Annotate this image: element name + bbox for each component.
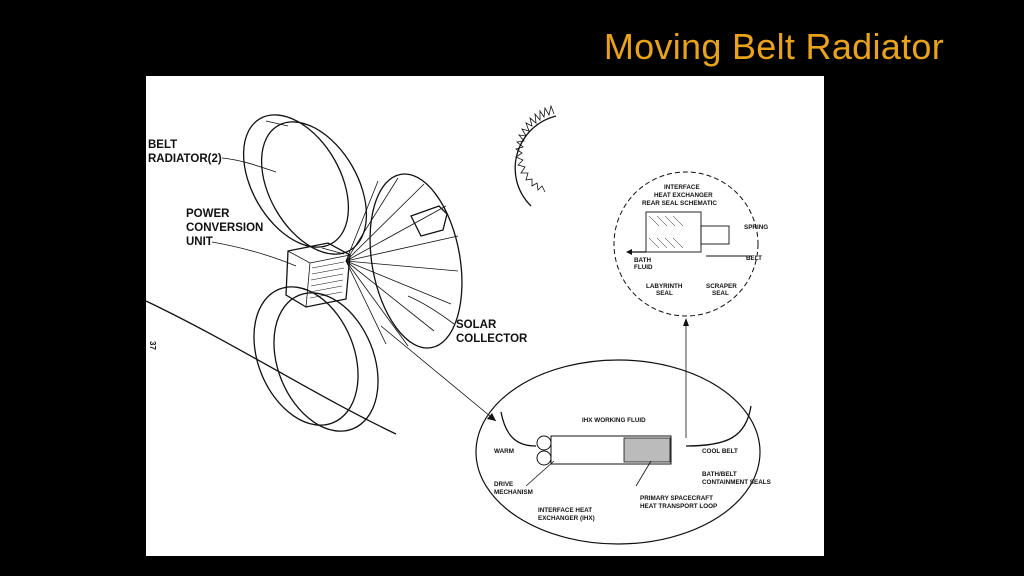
upper-belt-radiator [242, 114, 368, 255]
label-unit: UNIT [186, 236, 213, 248]
seal-title-3: REAR SEAL SCHEMATIC [642, 200, 717, 207]
seal-spring: SPRING [744, 224, 768, 231]
seal-title-1: INTERFACE [664, 184, 700, 191]
planet-horizon [146, 300, 397, 435]
label-collector: COLLECTOR [456, 333, 528, 345]
seal-fluid: FLUID [634, 264, 653, 271]
detail-warm: WARM [494, 448, 514, 455]
label-power: POWER [186, 208, 230, 220]
seal-bath: BATH [634, 257, 651, 264]
detail-arrowhead [487, 413, 496, 421]
diagram-figure: 37 BELT RADIATOR(2) POWER CONVERSION UNI… [146, 76, 824, 556]
seal-arrowhead [683, 318, 689, 326]
detail-drive: DRIVE [494, 481, 513, 488]
diagram-svg: 37 BELT RADIATOR(2) POWER CONVERSION UNI… [146, 104, 771, 545]
detail-cool-belt: COOL BELT [702, 448, 738, 455]
label-solar: SOLAR [456, 319, 497, 331]
detail-ellipse: IHX WORKING FLUID WARM COOL BELT DRIVE M… [475, 359, 771, 545]
seal-title-2: HEAT EXCHANGER [654, 192, 713, 199]
seal-labyrinth-seal: SEAL [656, 290, 673, 297]
detail-ihx-1: INTERFACE HEAT [538, 507, 592, 514]
label-conversion: CONVERSION [186, 222, 263, 234]
detail-leader-line [380, 325, 497, 422]
detail-ihx-2: EXCHANGER (IHX) [538, 515, 595, 522]
solar-leader [407, 295, 455, 325]
label-belt: BELT [148, 139, 177, 151]
label-radiator: RADIATOR(2) [148, 153, 222, 165]
belt-leader [221, 157, 277, 173]
sun [514, 104, 557, 207]
power-conversion-unit [285, 242, 351, 308]
seal-belt: BELT [746, 255, 762, 262]
detail-containment: CONTAINMENT SEALS [702, 479, 771, 486]
detail-mechanism: MECHANISM [494, 489, 533, 496]
page-number: 37 [148, 341, 157, 350]
detail-primary-1: PRIMARY SPACECRAFT [640, 495, 713, 502]
power-leader [211, 241, 297, 267]
solar-collector-dish [345, 173, 463, 349]
seal-scraper: SCRAPER [706, 283, 737, 290]
detail-bath-belt: BATH/BELT [702, 471, 737, 478]
seal-labyrinth: LABYRINTH [646, 283, 683, 290]
detail-primary-2: HEAT TRANSPORT LOOP [640, 503, 717, 510]
slide-title: Moving Belt Radiator [603, 26, 944, 67]
detail-ihx-fluid: IHX WORKING FLUID [582, 417, 646, 424]
seal-scraper-seal: SEAL [712, 290, 729, 297]
seal-schematic: INTERFACE HEAT EXCHANGER REAR SEAL SCHEM… [613, 171, 768, 317]
lower-belt-radiator [253, 286, 379, 432]
